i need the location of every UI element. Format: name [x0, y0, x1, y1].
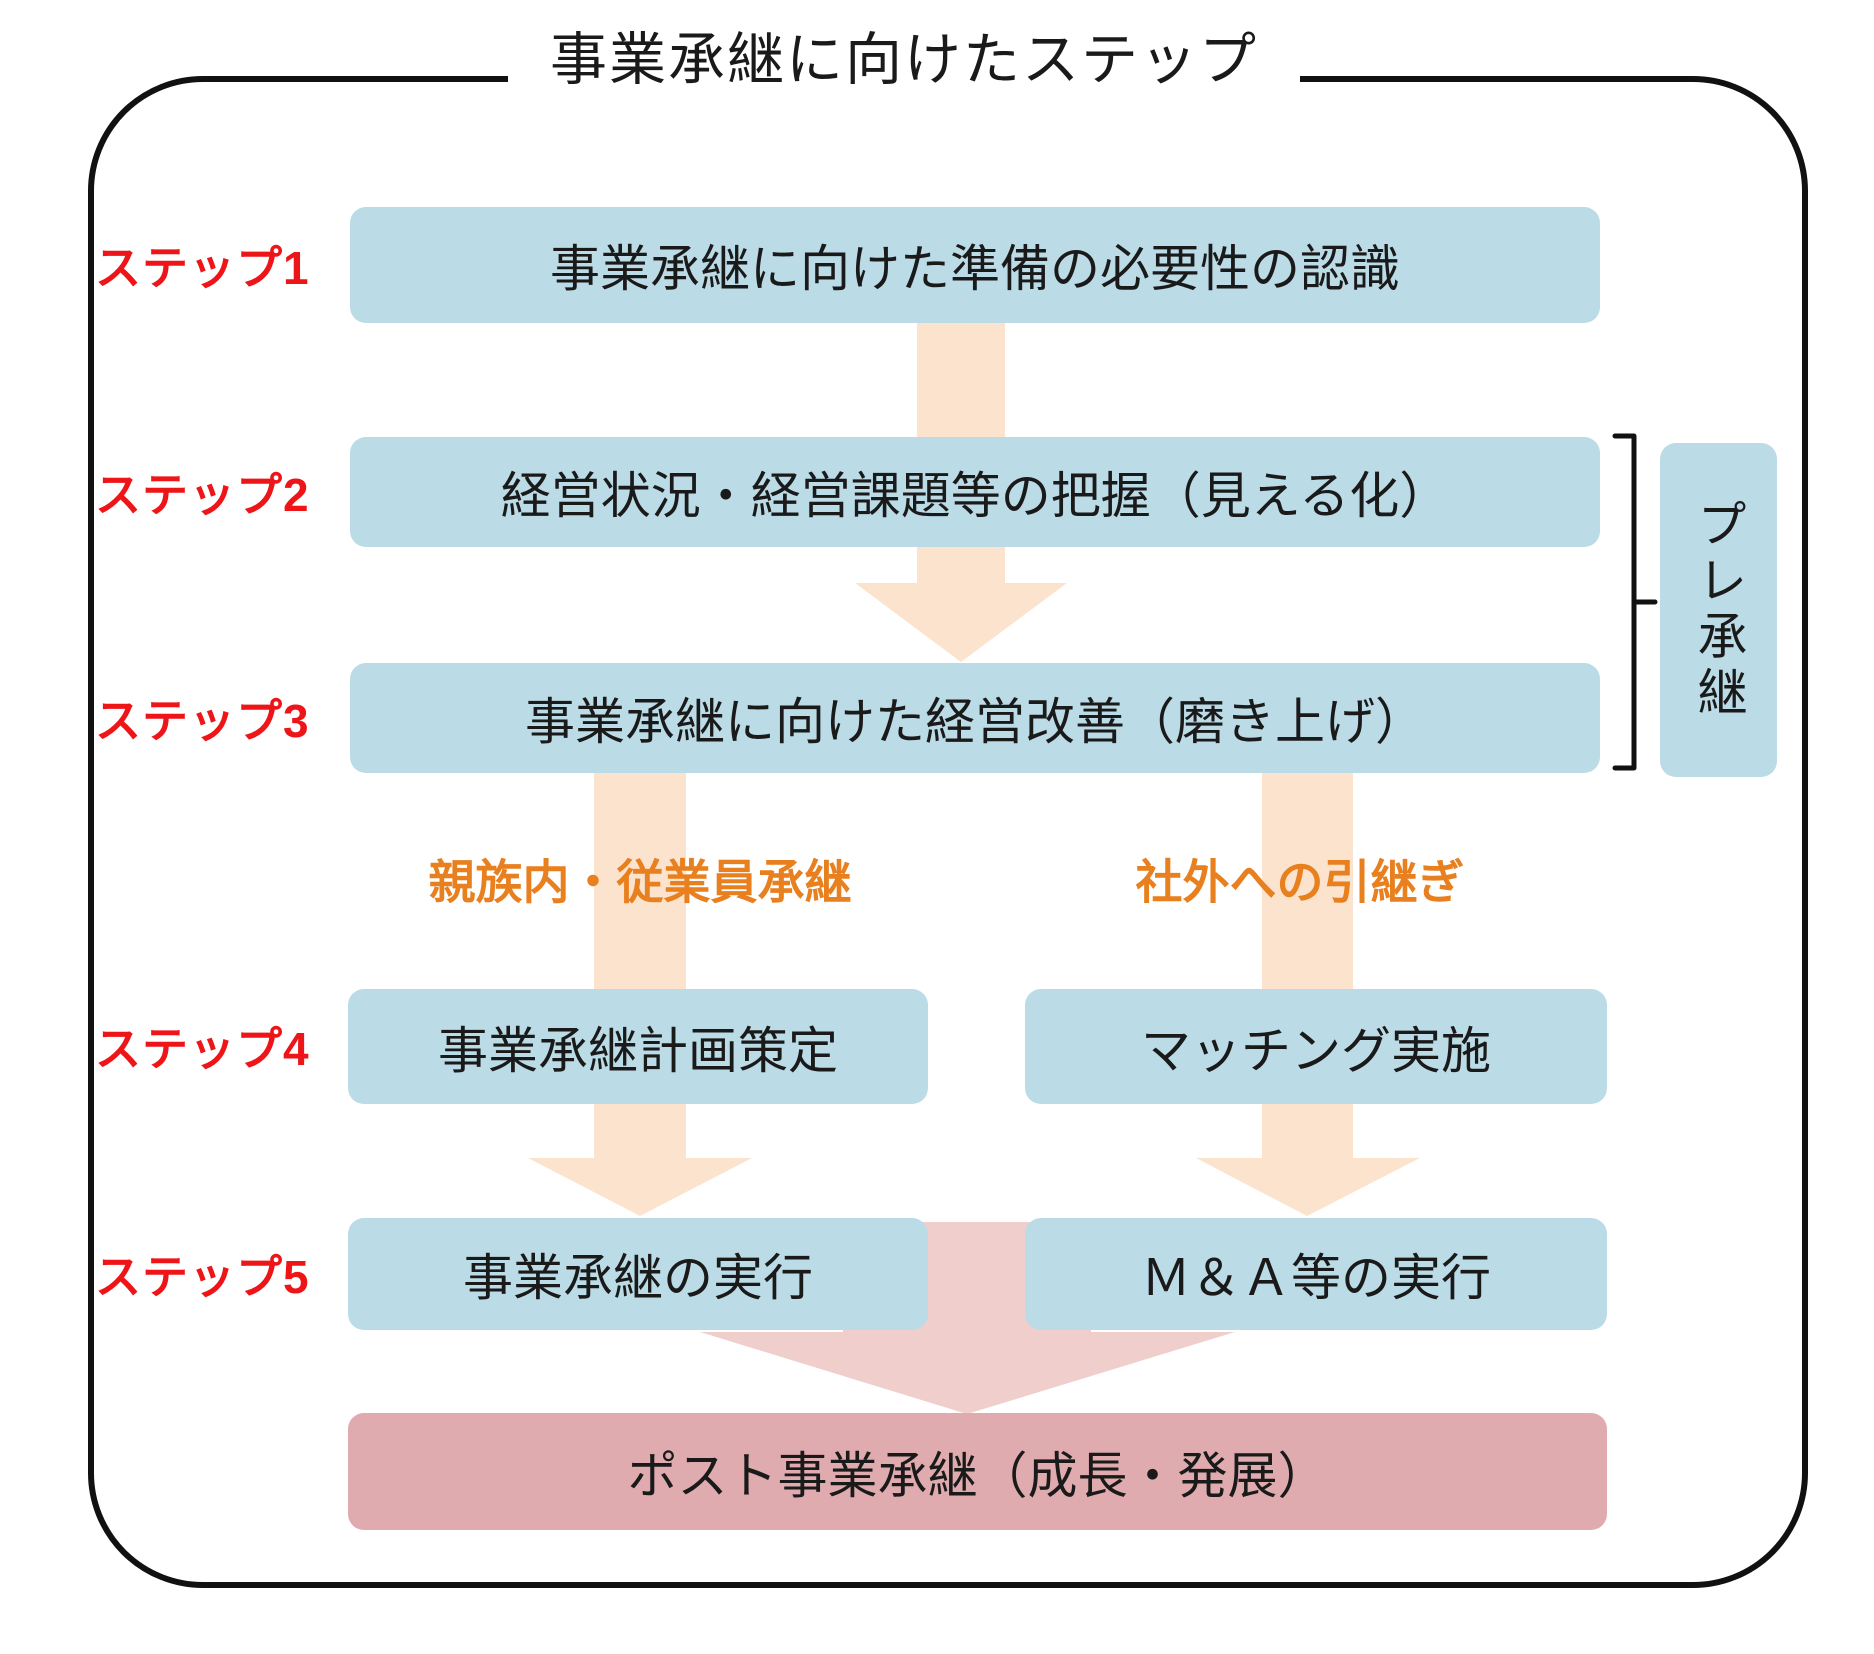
step5-label: ステップ5	[95, 1251, 310, 1303]
diagram-title: 事業承継に向けたステップ	[508, 16, 1300, 94]
arrow-step2-step3	[855, 545, 1067, 662]
branch-label-external: 社外への引継ぎ	[1135, 855, 1465, 909]
pre-succession-bracket	[1612, 433, 1658, 771]
step4-right-box: マッチング実施	[1025, 989, 1607, 1104]
step5-left-box: 事業承継の実行	[348, 1218, 928, 1330]
step5-right-box: Ｍ＆Ａ等の実行	[1025, 1218, 1607, 1330]
arrow-step4-step5-right	[1196, 1102, 1420, 1216]
pre-succession-side-label: プレ承継	[1660, 443, 1777, 777]
step1-box: 事業承継に向けた準備の必要性の認識	[350, 207, 1600, 323]
step3-label: ステップ3	[95, 695, 310, 747]
arrow-step3-step4-left	[594, 770, 686, 992]
post-succession-box: ポスト事業承継（成長・発展）	[348, 1413, 1607, 1530]
step3-box: 事業承継に向けた経営改善（磨き上げ）	[350, 663, 1600, 773]
arrow-step4-step5-left	[528, 1102, 752, 1216]
arrow-step1-step2	[917, 318, 1005, 440]
arrow-step3-step4-right	[1262, 770, 1353, 992]
step2-box: 経営状況・経営課題等の把握（見える化）	[350, 437, 1600, 547]
step2-label: ステップ2	[95, 469, 310, 521]
arrow-step5-final	[700, 1222, 1235, 1414]
step4-left-box: 事業承継計画策定	[348, 989, 928, 1104]
step4-label: ステップ4	[95, 1023, 310, 1075]
branch-label-family-employee: 親族内・従業員承継	[428, 855, 852, 909]
step1-label: ステップ1	[95, 242, 310, 294]
